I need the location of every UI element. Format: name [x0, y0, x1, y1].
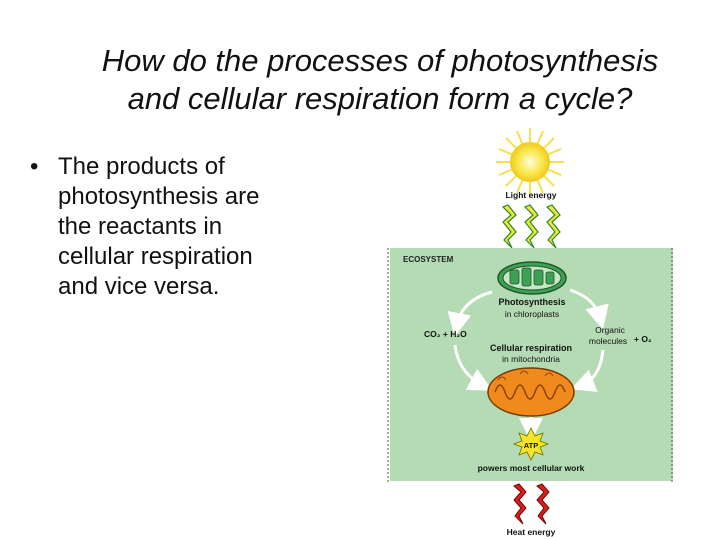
light-energy-label: Light energy [505, 190, 556, 200]
heat-energy-label: Heat energy [507, 527, 556, 537]
mitochondrion-icon [488, 368, 574, 416]
o2-label: + O₂ [634, 334, 652, 344]
organic-label: Organic [595, 325, 626, 335]
molecules-label: molecules [589, 336, 627, 346]
in-chloroplasts-label: in chloroplasts [505, 309, 559, 319]
cellular-respiration-label: Cellular respiration [490, 343, 572, 353]
co2-h2o-label: CO₂ + H₂O [424, 329, 467, 339]
light-bolt-icon [503, 205, 560, 248]
in-mitochondria-label: in mitochondria [502, 354, 560, 364]
photosynthesis-label: Photosynthesis [498, 297, 565, 307]
ecosystem-label: ECOSYSTEM [403, 255, 454, 264]
sun-icon [496, 128, 564, 196]
chloroplast-icon [498, 262, 566, 294]
powers-work-label: powers most cellular work [478, 463, 585, 473]
atp-label: ATP [524, 441, 538, 450]
heat-bolt-icon [514, 484, 549, 524]
